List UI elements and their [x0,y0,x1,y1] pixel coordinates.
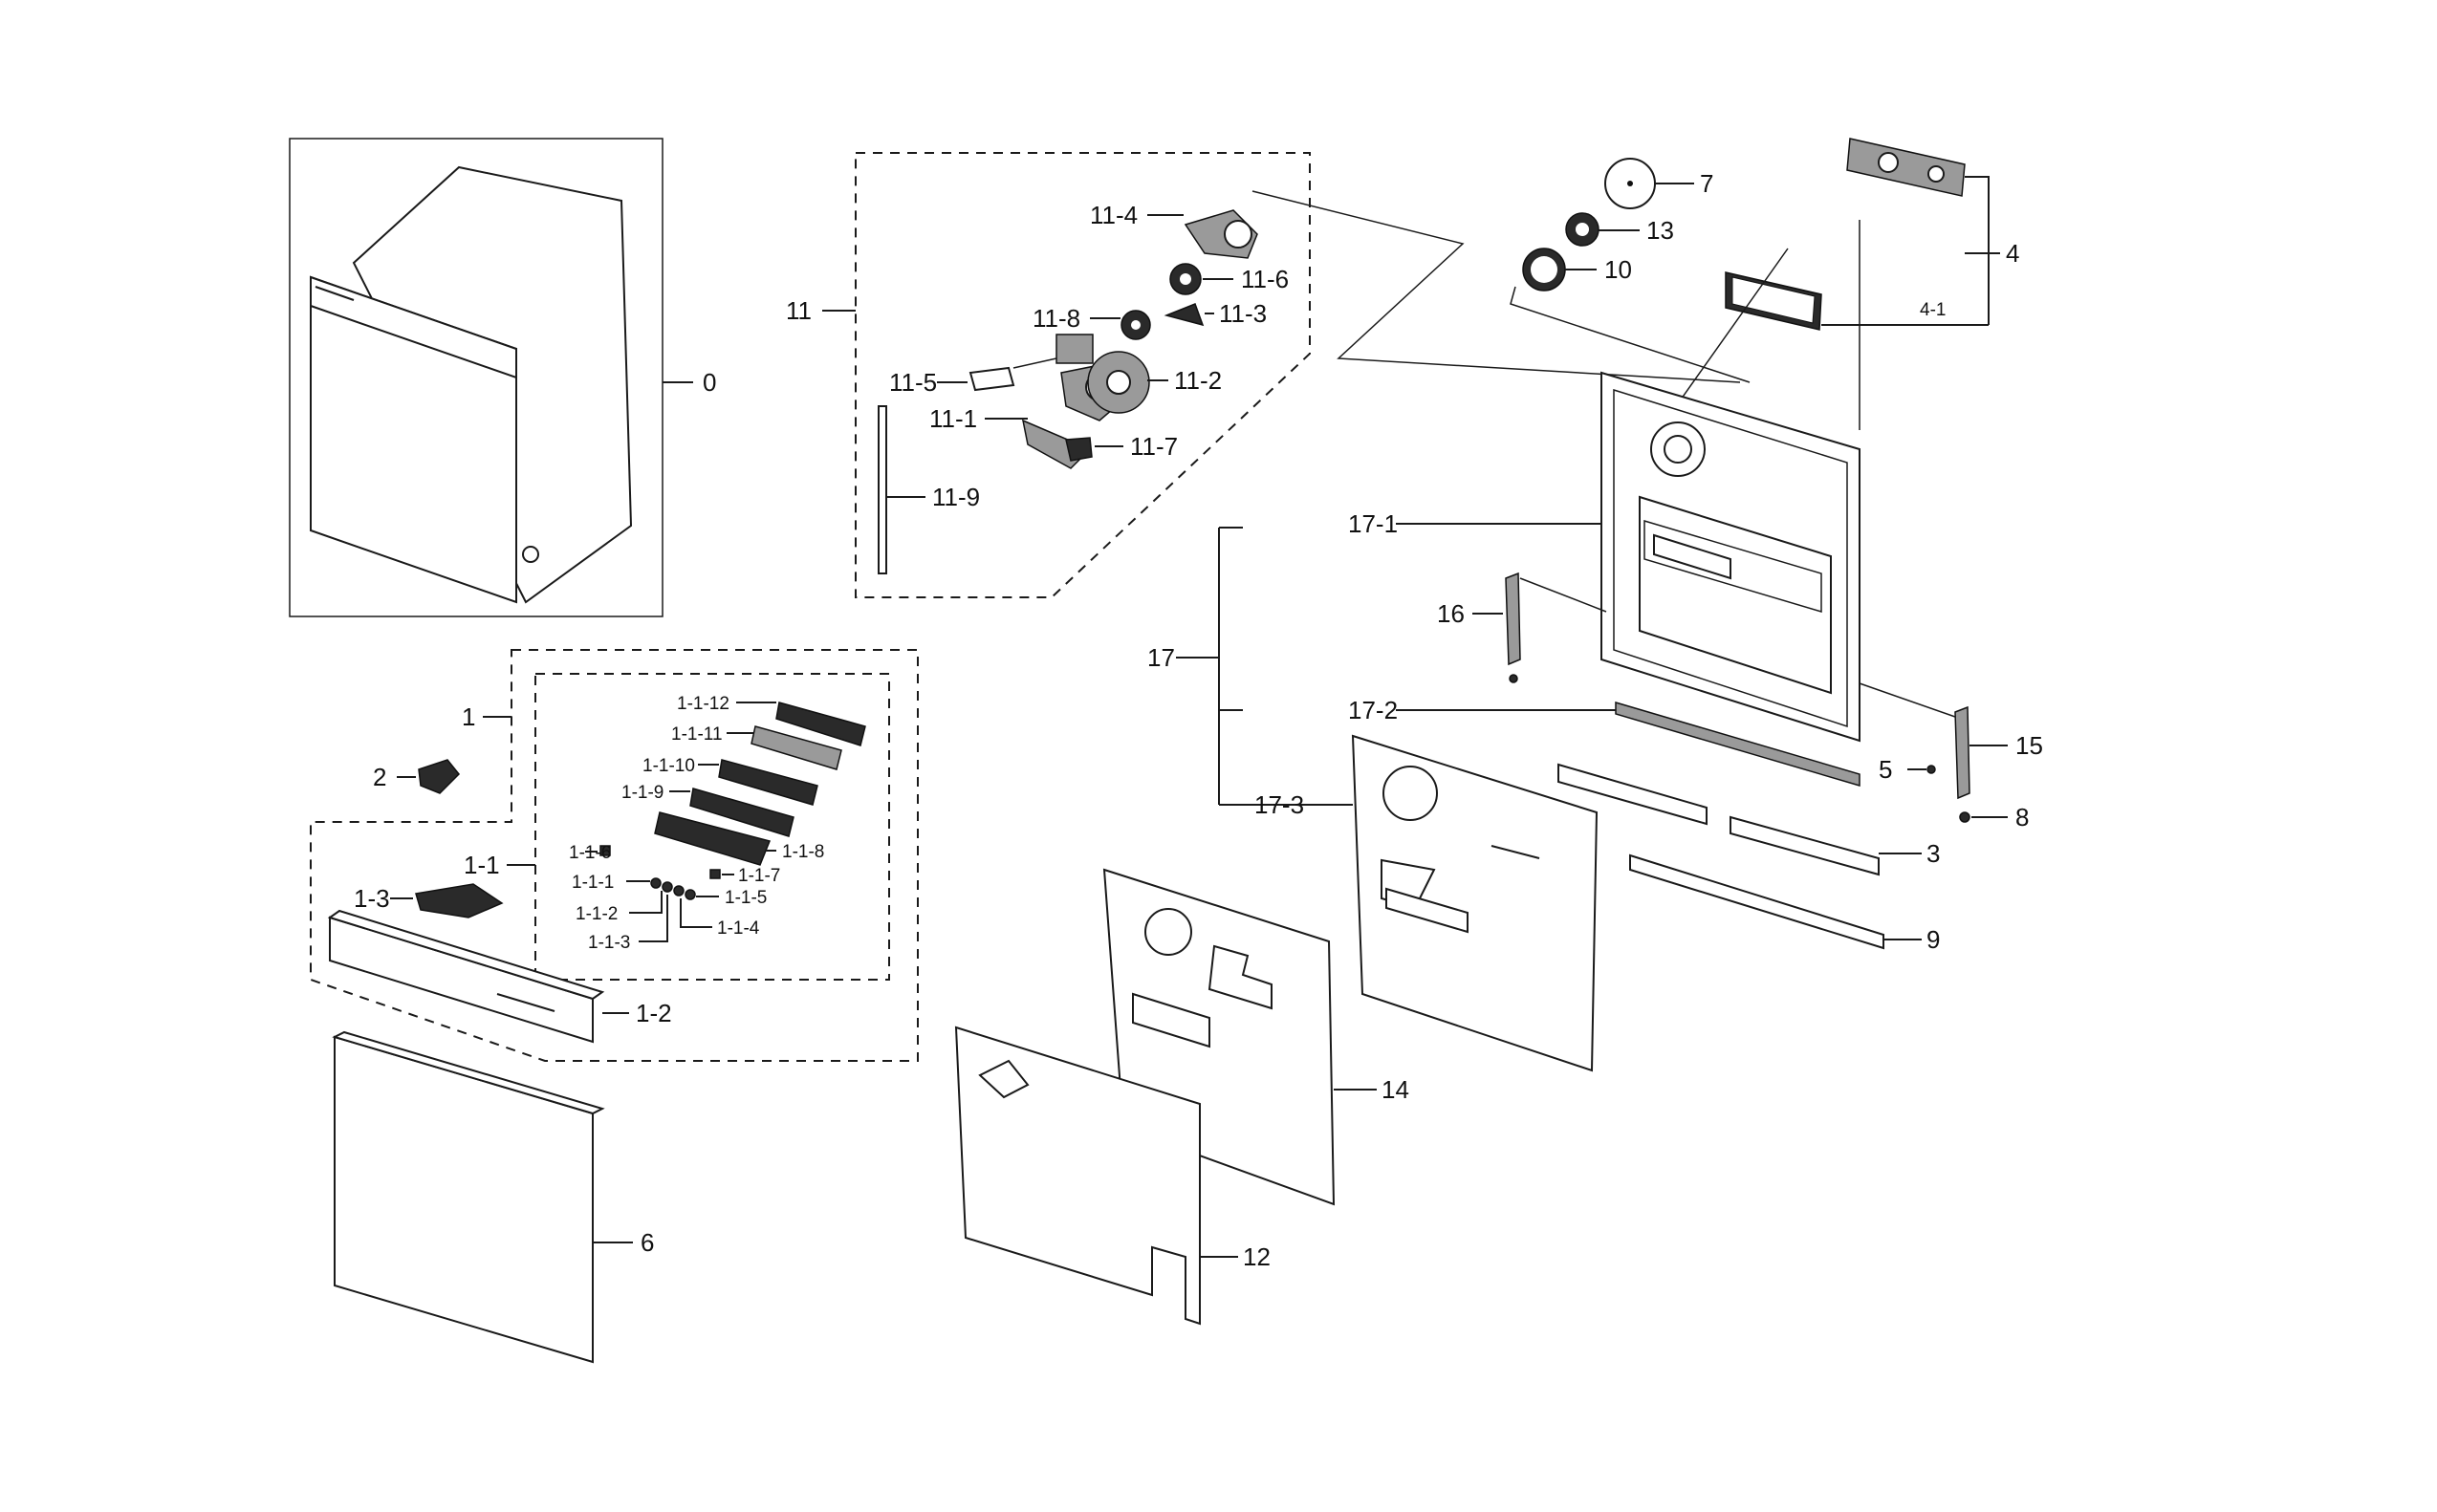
label-0: 0 [703,368,716,397]
label-12: 12 [1243,1242,1271,1271]
label-1-1-11: 1-1-11 [671,724,723,745]
part-11-4-duct-cover [1184,209,1258,259]
part-1-1-6-button [599,845,611,856]
label-11-8: 11-8 [1033,304,1080,333]
label-11-7: 11-7 [1130,432,1178,461]
label-13: 13 [1646,216,1674,245]
label-1-1-10: 1-1-10 [642,756,695,776]
label-1-2: 1-2 [636,999,672,1027]
part-13-gasket [1565,212,1599,247]
part-11-6-ring [1169,263,1202,295]
label-1-1-6: 1-1-6 [569,843,611,863]
label-1-1-2: 1-1-2 [576,904,618,924]
part-11-7-sensor [1065,437,1093,462]
part-1-1-12-pcb [775,702,866,746]
label-1-1-7: 1-1-7 [738,866,780,886]
label-17-1: 17-1 [1348,509,1398,538]
part-1-2-control-panel [327,909,605,1044]
group-1-1-outline [534,673,890,981]
label-8: 8 [2015,803,2029,832]
label-9: 9 [1926,925,1940,954]
part-1-3-handle [415,883,504,918]
group-1-outline [310,649,919,1062]
label-11: 11 [786,296,812,325]
label-1-1-1: 1-1-1 [572,873,614,893]
part-3-trim-strip [1557,763,1880,876]
part-11-2-fan-housing [1087,351,1150,414]
label-17-2: 17-2 [1348,696,1398,724]
label-11-5: 11-5 [889,368,937,397]
label-1-1-3: 1-1-3 [588,933,630,953]
label-11-1: 11-1 [929,404,977,433]
label-11-4: 11-4 [1090,201,1138,229]
part-6-outer-door-panel [332,1030,605,1364]
label-11-6: 11-6 [1241,265,1289,293]
part-5-screw [1926,765,1936,774]
label-5: 5 [1879,755,1892,784]
part-9-bottom-seal [1629,853,1884,950]
part-8-screw [1959,811,1970,823]
label-7: 7 [1700,169,1713,198]
part-15-right-hinge [1954,705,1970,800]
label-6: 6 [641,1228,654,1257]
part-10-seal-ring [1522,248,1566,292]
part-1-1-7-button [709,869,721,879]
group-11-outline [855,152,1311,598]
label-1-1: 1-1 [464,851,500,879]
label-1-1-9: 1-1-9 [621,783,664,803]
part-7-cap [1604,158,1656,209]
part-0-dishwasher-assembly [289,138,664,617]
label-1-3: 1-3 [354,884,390,913]
leader-11-to-door [1251,190,1741,383]
part-16-left-hinge [1505,572,1521,683]
label-10: 10 [1604,255,1632,284]
label-2: 2 [373,763,386,791]
part-4-1-cover [1725,271,1822,331]
part-1-1-9-button-strip [689,788,794,837]
part-11-8-impeller [1121,310,1151,340]
part-4-dispenser [1846,138,1966,197]
part-11-9-tube [878,405,887,574]
label-1-1-4: 1-1-4 [717,918,760,939]
label-15: 15 [2015,731,2043,760]
label-11-2: 11-2 [1174,366,1222,395]
part-1-1-11-pcb [751,725,842,770]
label-11-9: 11-9 [932,483,980,511]
part-11-5-filter [968,366,1015,392]
part-1-1-1-button-row [650,877,696,900]
label-17: 17 [1147,643,1175,672]
part-2-knob [418,759,461,794]
label-4-1: 4-1 [1920,300,1946,320]
label-4: 4 [2006,239,2019,268]
part-1-1-10-button-strip [718,759,818,806]
label-1-1-12: 1-1-12 [677,694,729,714]
part-12-inner-panel [954,1026,1201,1326]
part-17-1-inner-door-liner [1600,371,1860,743]
label-17-3: 17-3 [1254,790,1304,819]
label-1-1-8: 1-1-8 [782,842,824,862]
label-1-1-5: 1-1-5 [725,888,767,908]
label-3: 3 [1926,839,1940,868]
part-1-1-8-panel-frame [654,811,772,866]
part-17-3-insulation-sheet [1351,734,1599,1072]
label-14: 14 [1382,1075,1409,1104]
part-11-3-clip [1164,303,1205,327]
label-11-3: 11-3 [1219,299,1267,328]
label-1: 1 [462,702,475,731]
label-16: 16 [1437,599,1465,628]
